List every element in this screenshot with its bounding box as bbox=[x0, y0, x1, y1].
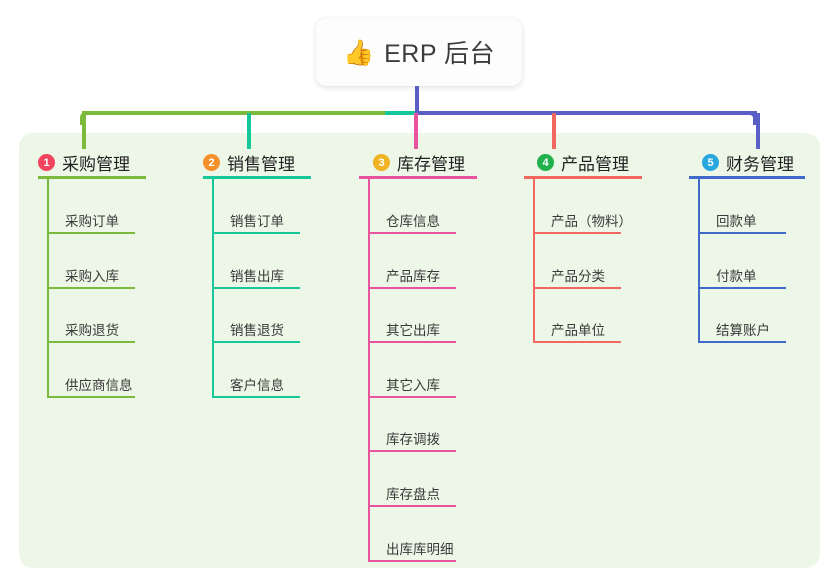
leaf-underline bbox=[698, 286, 786, 289]
leaf-label[interactable]: 库存盘点 bbox=[386, 487, 440, 502]
leaf-underline bbox=[47, 395, 135, 398]
root-node[interactable]: 👍 ERP 后台 bbox=[316, 18, 522, 86]
leaf-underline bbox=[368, 559, 456, 562]
leaf-label[interactable]: 采购入库 bbox=[65, 268, 119, 284]
branch-underline bbox=[38, 176, 146, 179]
leaf-underline bbox=[533, 286, 621, 289]
branch-label: 采购管理 bbox=[62, 155, 130, 174]
leaf-label[interactable]: 产品单位 bbox=[551, 323, 605, 339]
branch-underline bbox=[524, 176, 642, 179]
branch-label: 销售管理 bbox=[227, 155, 295, 174]
leaf-underline bbox=[533, 232, 621, 234]
leaf-label[interactable]: 销售订单 bbox=[230, 214, 284, 229]
branch-spine bbox=[368, 179, 370, 562]
connector-corner-right bbox=[743, 111, 757, 125]
branch-label: 库存管理 bbox=[397, 155, 465, 174]
leaf-label[interactable]: 库存调拨 bbox=[386, 432, 440, 448]
branch-header-3[interactable]: 3 库存管理 bbox=[373, 150, 465, 175]
leaf-label[interactable]: 产品（物料） bbox=[551, 214, 632, 229]
branch-header-2[interactable]: 2 销售管理 bbox=[203, 150, 295, 175]
connector-bar-blue bbox=[415, 111, 757, 115]
branch-underline bbox=[359, 176, 477, 179]
root-stem-connector bbox=[415, 86, 419, 115]
root-title: ERP 后台 bbox=[384, 40, 496, 68]
branch-number-badge: 1 bbox=[38, 154, 55, 171]
leaf-label[interactable]: 其它出库 bbox=[386, 323, 440, 339]
leaf-underline bbox=[47, 286, 135, 289]
leaf-underline bbox=[698, 341, 786, 344]
branch-label: 财务管理 bbox=[726, 155, 794, 174]
leaf-label[interactable]: 仓库信息 bbox=[386, 214, 440, 229]
leaf-label[interactable]: 采购退货 bbox=[65, 323, 119, 339]
leaf-underline bbox=[698, 232, 786, 234]
leaf-underline bbox=[47, 341, 135, 344]
leaf-underline bbox=[212, 232, 300, 234]
branch-underline bbox=[203, 176, 311, 179]
leaf-underline bbox=[368, 505, 456, 507]
leaf-underline bbox=[368, 232, 456, 234]
branch-number-badge: 3 bbox=[373, 154, 390, 171]
leaf-label[interactable]: 客户信息 bbox=[230, 377, 284, 393]
leaf-label[interactable]: 结算账户 bbox=[716, 323, 770, 339]
leaf-underline bbox=[47, 232, 135, 234]
branch-header-4[interactable]: 4 产品管理 bbox=[537, 150, 629, 175]
leaf-label[interactable]: 付款单 bbox=[716, 268, 757, 284]
connector-bar-green bbox=[82, 111, 387, 115]
leaf-underline bbox=[368, 395, 456, 398]
branch-label: 产品管理 bbox=[561, 155, 629, 174]
branch-number-badge: 2 bbox=[203, 154, 220, 171]
branch-drop-connector bbox=[552, 113, 556, 149]
branch-number-badge: 5 bbox=[702, 154, 719, 171]
leaf-underline bbox=[212, 341, 300, 344]
leaf-label[interactable]: 采购订单 bbox=[65, 214, 119, 229]
branch-number-badge: 4 bbox=[537, 154, 554, 171]
leaf-underline bbox=[368, 450, 456, 453]
leaf-underline bbox=[212, 395, 300, 398]
leaf-label[interactable]: 产品分类 bbox=[551, 268, 605, 284]
leaf-label[interactable]: 供应商信息 bbox=[65, 377, 133, 393]
thumbs-up-icon: 👍 bbox=[342, 37, 375, 67]
leaf-underline bbox=[212, 286, 300, 289]
branches-panel bbox=[19, 133, 820, 568]
leaf-underline bbox=[533, 341, 621, 344]
branch-drop-connector bbox=[82, 113, 86, 149]
branch-drop-connector bbox=[247, 113, 251, 149]
leaf-underline bbox=[368, 286, 456, 289]
connector-bar-teal bbox=[385, 111, 417, 115]
branch-drop-connector bbox=[414, 113, 418, 149]
branch-spine bbox=[533, 179, 535, 344]
leaf-underline bbox=[368, 341, 456, 344]
branch-header-1[interactable]: 1 采购管理 bbox=[38, 150, 130, 175]
branch-spine bbox=[698, 179, 700, 344]
branch-header-5[interactable]: 5 财务管理 bbox=[702, 150, 794, 175]
leaf-label[interactable]: 回款单 bbox=[716, 214, 757, 229]
leaf-label[interactable]: 销售退货 bbox=[230, 323, 284, 339]
branch-underline bbox=[689, 176, 805, 179]
leaf-label[interactable]: 销售出库 bbox=[230, 268, 284, 284]
leaf-label[interactable]: 产品库存 bbox=[386, 268, 440, 284]
branch-drop-connector bbox=[756, 113, 760, 149]
leaf-label[interactable]: 其它入库 bbox=[386, 377, 440, 393]
leaf-label[interactable]: 出库库明细 bbox=[386, 541, 454, 557]
